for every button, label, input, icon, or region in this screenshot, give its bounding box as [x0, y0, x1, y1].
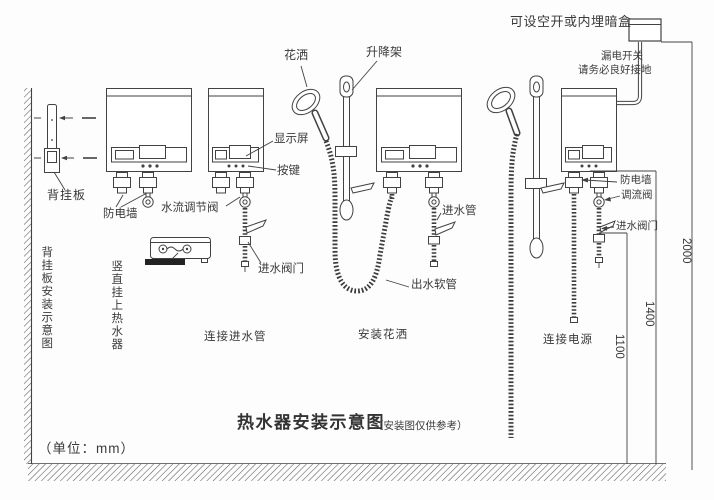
label-water-flow-valve: 水流调节阀: [161, 202, 219, 214]
step-caption-5: 连接电源: [543, 334, 593, 346]
outlet-hose: [300, 60, 442, 294]
label-back-plate: 背挂板: [47, 188, 87, 202]
shower-head-2: [486, 86, 521, 438]
power-box-label: 可设空开或内埋暗盒: [510, 14, 632, 29]
label-inlet-valve-2: 进水阀门: [616, 220, 658, 232]
shower-rail-2: [525, 75, 565, 259]
label-keys: 按键: [277, 165, 300, 177]
heater-unit-2: [208, 88, 277, 272]
shower-rail-1: [335, 75, 375, 221]
step-caption-1: 背挂板安装示意图: [40, 246, 53, 350]
power-junction-box: [617, 18, 662, 106]
heater-unit-4: [561, 88, 621, 323]
unit-note: （单位：mm）: [38, 441, 135, 456]
leakage-warning-line2: 请务必良好接地: [578, 64, 652, 76]
step-caption-4: 安装花洒: [358, 329, 408, 341]
label-anti-electric-wall-2: 防电墙: [620, 174, 652, 186]
label-outlet-hose: 出水软管: [411, 279, 457, 291]
label-display-screen: 显示屏: [274, 133, 309, 145]
leakage-warning-line1: 漏电开关: [601, 50, 643, 62]
label-flow-valve: 调流阀: [621, 189, 653, 201]
floor-hatching: [28, 463, 666, 481]
step-caption-3: 连接进水管: [204, 331, 267, 343]
dimension-1400: 1400: [643, 301, 656, 327]
label-shower-head: 花洒: [284, 48, 309, 62]
heater-unit-3: [376, 88, 462, 267]
bottom-view-widget: [145, 237, 211, 265]
diagram-title-note: （安装图仅供参考）: [373, 420, 468, 432]
shower-head-1: [291, 88, 330, 142]
dimension-lines: [590, 41, 693, 470]
diagram-title: 热水器安装示意图: [237, 413, 385, 432]
step-caption-2: 竖直挂上热水器: [110, 260, 123, 351]
heater-unit-1: [106, 88, 192, 208]
back-plate-bracket: [34, 104, 97, 191]
wall-hatching: [24, 88, 33, 464]
dimension-2000: 2000: [680, 238, 693, 264]
dimension-1100: 1100: [613, 334, 626, 359]
label-inlet-pipe: 进水管: [442, 205, 477, 217]
label-inlet-valve-1: 进水阀门: [258, 263, 304, 275]
label-lifting-rack: 升降架: [366, 45, 403, 59]
label-anti-electric-wall-1: 防电墙: [103, 208, 138, 220]
